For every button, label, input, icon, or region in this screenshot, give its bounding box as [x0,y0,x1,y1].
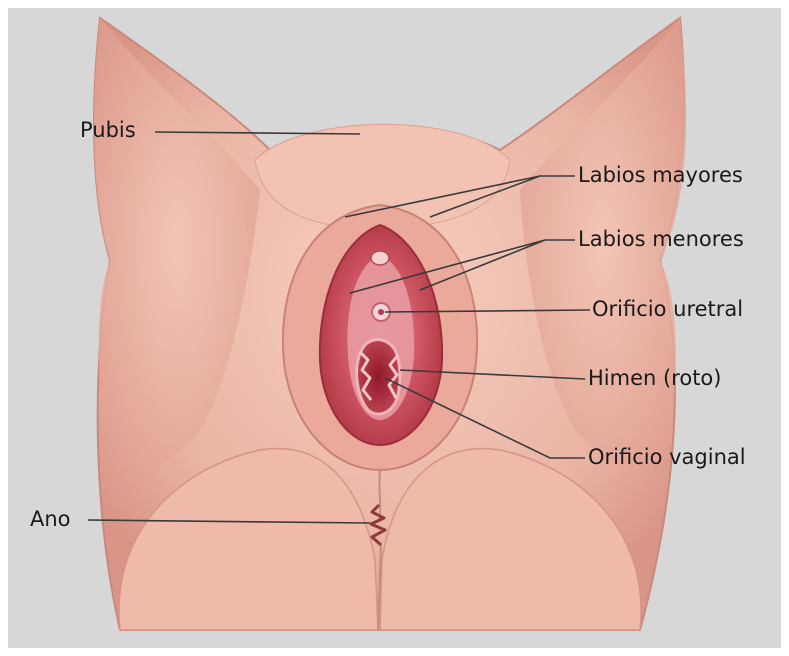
label-pubis: Pubis [80,120,136,141]
vaginal-opening [357,340,400,414]
label-himen: Himen (roto) [588,368,721,389]
perineum [379,470,380,520]
label-labios-menores: Labios menores [578,229,744,250]
label-labios-mayores: Labios mayores [578,165,743,186]
clitoris [371,251,389,265]
label-orificio-uretral: Orificio uretral [592,299,743,320]
label-ano: Ano [30,509,71,530]
label-orificio-vaginal: Orificio vaginal [588,447,746,468]
